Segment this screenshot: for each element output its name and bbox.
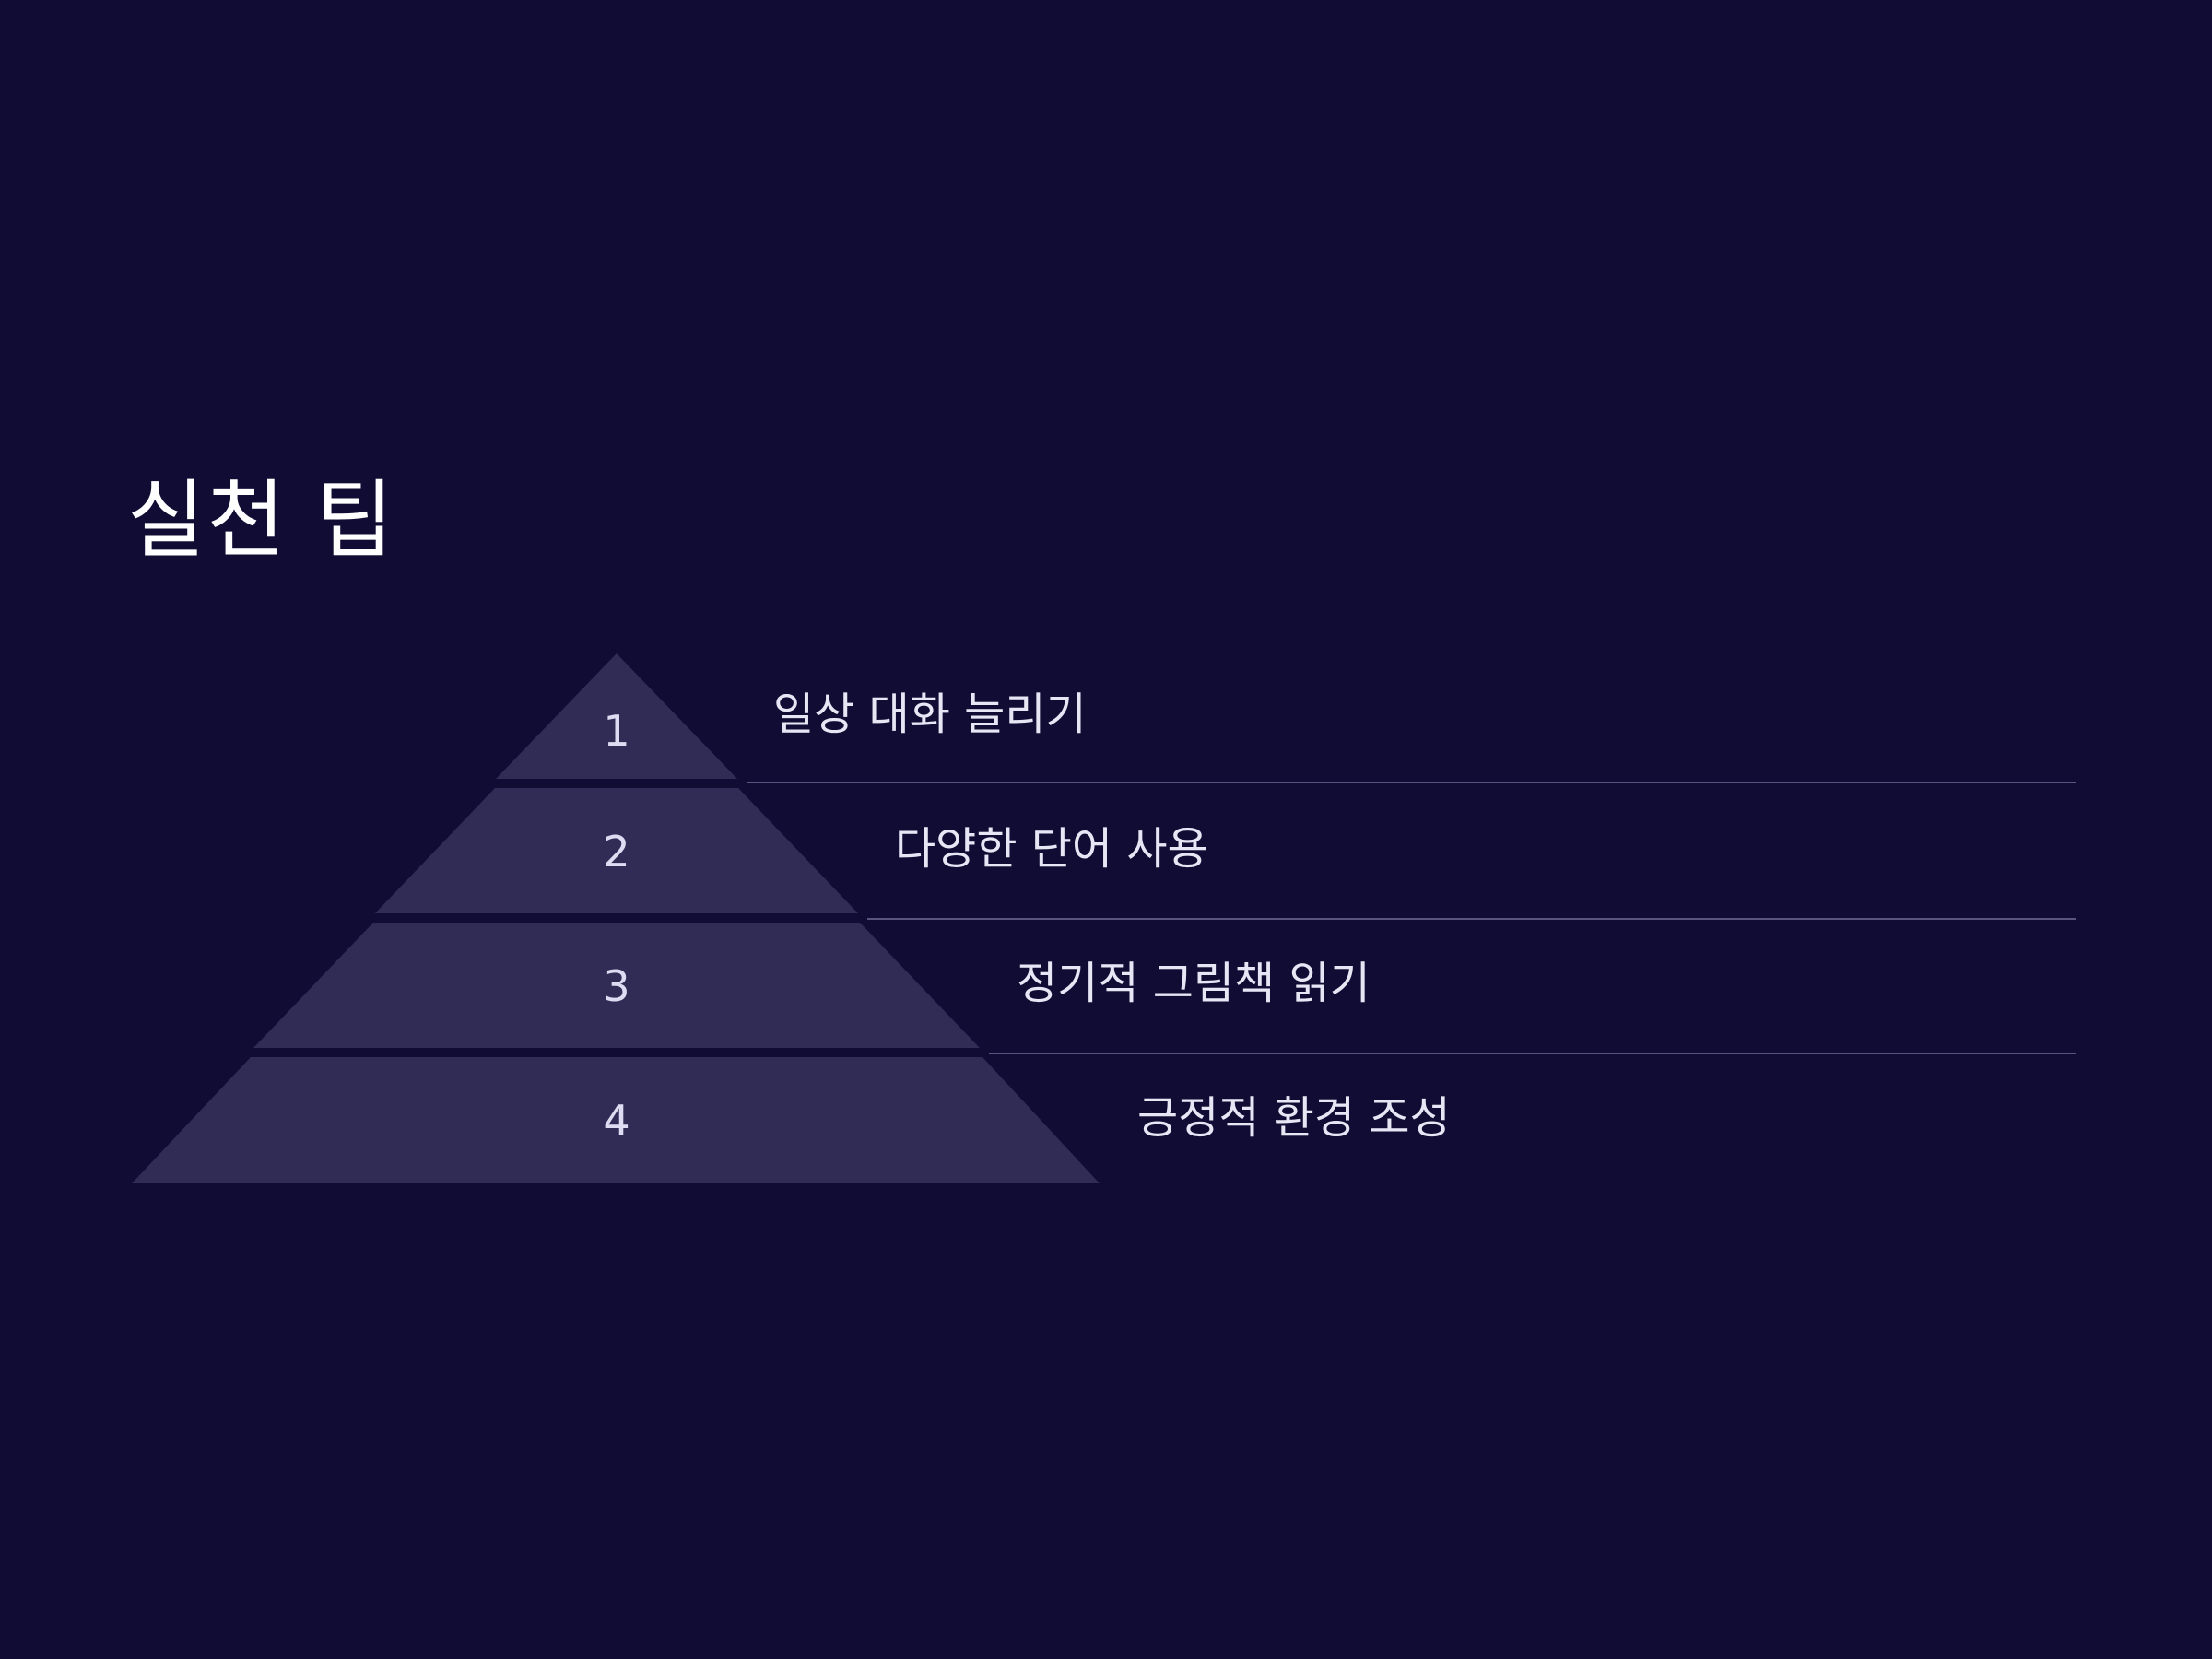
tier-label-1: 일상 대화 늘리기 (773, 688, 1087, 740)
pyramid-tier-1 (496, 653, 737, 779)
tier-label-2: 다양한 단어 사용 (895, 823, 1208, 875)
tier-number-4: 4 (603, 1096, 629, 1146)
pyramid-tier-4 (132, 1057, 1100, 1183)
tier-label-3: 정기적 그림책 읽기 (1017, 958, 1371, 1009)
tier-number-1: 1 (603, 706, 629, 756)
tier-label-4: 긍정적 환경 조성 (1137, 1092, 1451, 1144)
tier-number-3: 3 (603, 961, 629, 1011)
pyramid-tier-2 (375, 788, 858, 913)
tier-number-2: 2 (603, 827, 629, 877)
slide-title: 실천 팁 (127, 471, 396, 570)
pyramid-tier-3 (253, 923, 980, 1048)
